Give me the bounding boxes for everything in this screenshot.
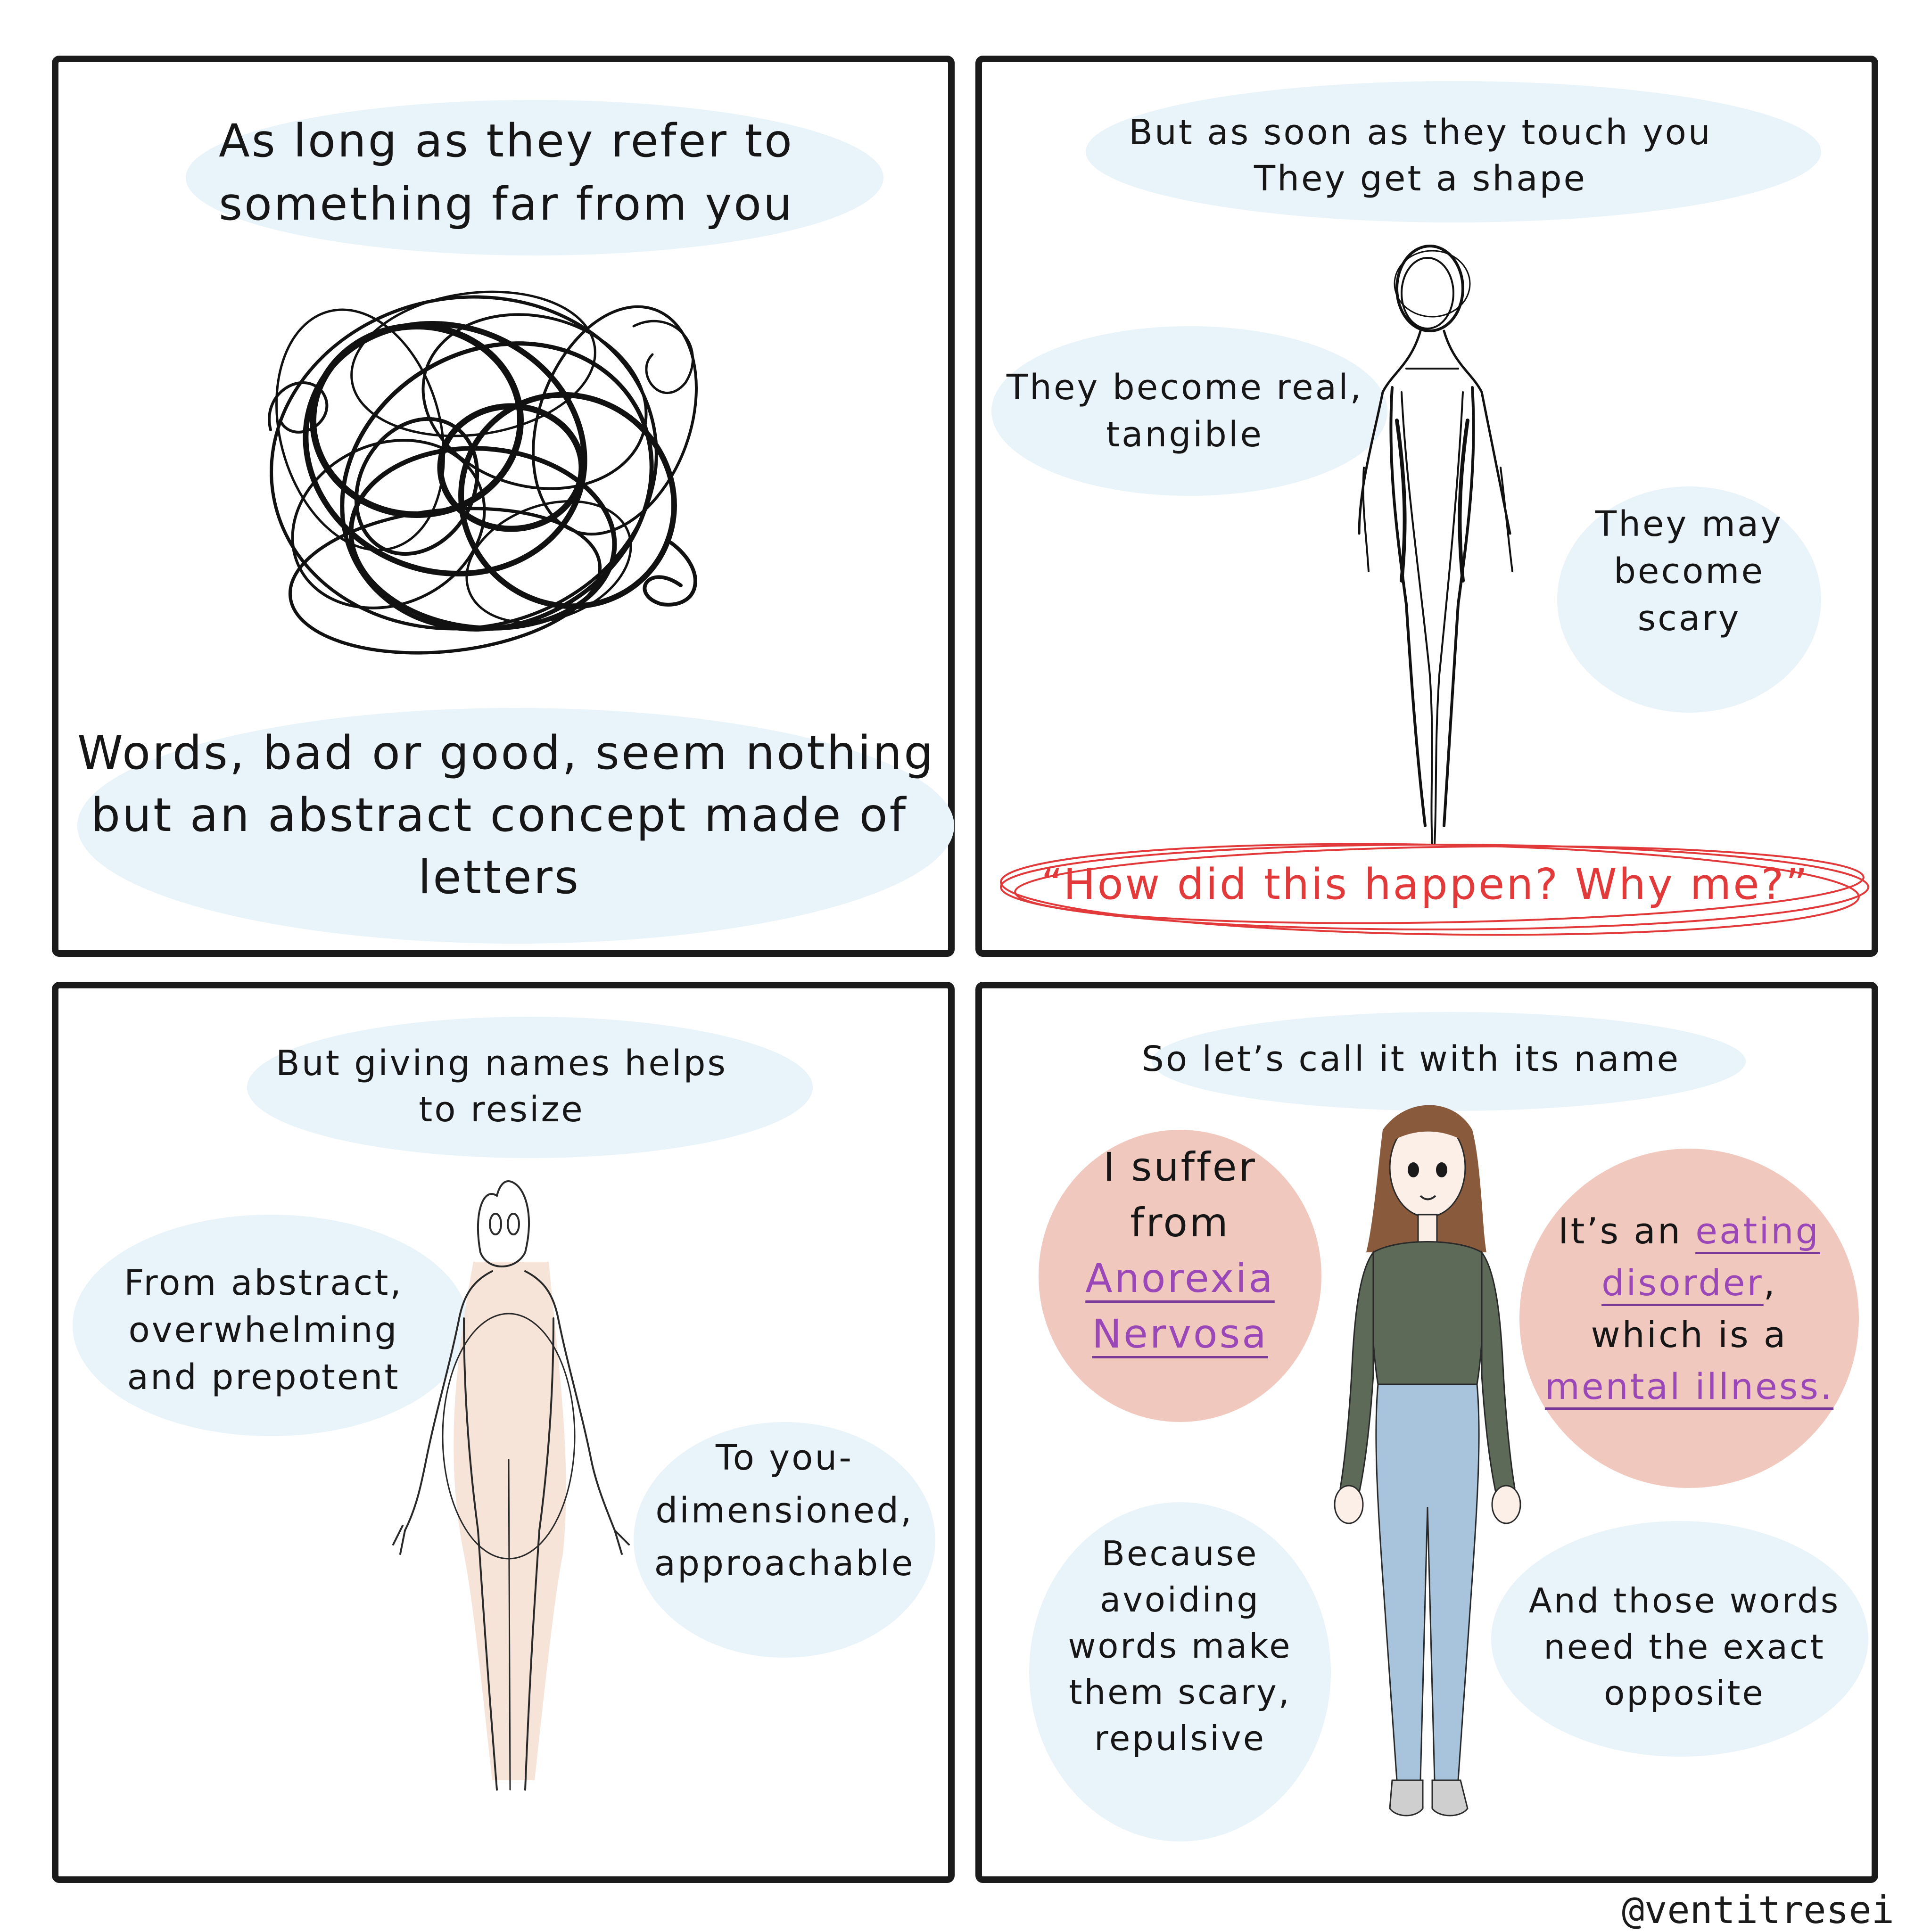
caption-top: But giving names helps to resize xyxy=(276,1043,727,1130)
red-scribble-circle xyxy=(1000,843,1869,936)
caption-background xyxy=(77,708,954,944)
speech-bubble-bottom-right: And those words need the exact opposite xyxy=(1528,1581,1840,1713)
red-quote: “How did this happen? Why me?” xyxy=(1040,860,1810,909)
speech-bubble-background xyxy=(1557,486,1821,713)
speech-bubble-left: I suffer from Anorexia Nervosa xyxy=(1085,1144,1275,1357)
speech-bubble-background xyxy=(991,326,1387,496)
artist-signature: @ventitresei xyxy=(1622,1888,1894,1932)
caption-background xyxy=(186,100,883,255)
speech-bubble-background xyxy=(1519,1149,1859,1488)
scribble-ball-drawing xyxy=(268,290,698,655)
caption-top: So let’s call it with its name xyxy=(1141,1039,1681,1079)
comic-panel-1: As long as they refer to something far f… xyxy=(52,56,955,957)
speech-bubble-bottom-left: Because avoiding words make them scary, … xyxy=(1068,1534,1292,1758)
caption-top: As long as they refer to something far f… xyxy=(219,115,794,230)
dark-shadow-figure-drawing xyxy=(1358,245,1513,846)
caption-background xyxy=(1086,81,1821,222)
speech-bubble-background xyxy=(1039,1130,1321,1422)
girl-figure-drawing xyxy=(1334,1105,1521,1817)
speech-bubble-right: They may become scary xyxy=(1595,504,1783,639)
speech-bubble-background xyxy=(1029,1502,1331,1842)
caption-background xyxy=(1152,1012,1746,1111)
caption-top: But as soon as they touch you They get a… xyxy=(1129,112,1712,199)
sketched-figure-drawing xyxy=(392,1180,630,1791)
speech-bubble-background xyxy=(1491,1521,1868,1757)
speech-bubble-background xyxy=(73,1215,469,1436)
caption-background xyxy=(247,1017,813,1158)
speech-bubble-right: To you- dimensioned, approachable xyxy=(654,1438,915,1584)
speech-bubble-left: They become real, tangible xyxy=(1006,367,1363,455)
speech-bubble-background xyxy=(634,1422,935,1658)
speech-bubble-right: It’s an eating disorder, which is a ment… xyxy=(1544,1210,1834,1407)
caption-bottom: Words, bad or good, seem nothing but an … xyxy=(77,726,935,904)
comic-panel-4: So let’s call it with its name I suffer … xyxy=(975,982,1878,1883)
comic-panel-3: But giving names helps to resize From ab… xyxy=(52,982,955,1883)
speech-bubble-left: From abstract, overwhelming and prepoten… xyxy=(124,1263,403,1398)
comic-panel-2: But as soon as they touch you They get a… xyxy=(975,56,1878,957)
